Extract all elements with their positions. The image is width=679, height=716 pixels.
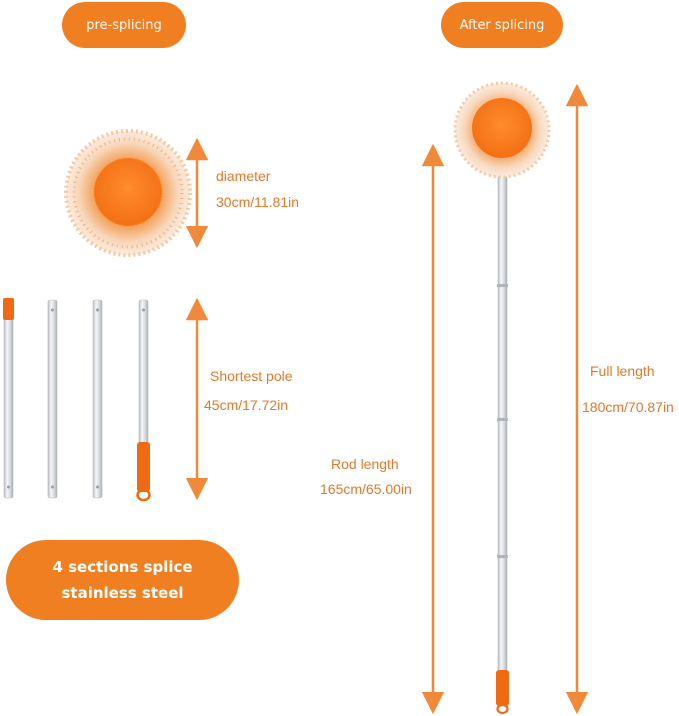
diameter-value: 30cm/11.81in [216, 194, 300, 210]
assembled-pole-icon [496, 159, 509, 715]
pole-section-icon [92, 299, 103, 499]
diameter-label: diameter [216, 168, 271, 184]
pole-section-icon [3, 298, 14, 499]
pre-splicing-badge: pre-splicing [62, 2, 186, 48]
rod-length-label: Rod length [331, 456, 399, 472]
full-length-value: 180cm/70.87in [582, 399, 674, 415]
shortest-pole-value: 45cm/17.72in [204, 397, 289, 413]
rod-length-value: 165cm/65.00in [320, 481, 412, 497]
full-length-label: Full length [590, 363, 655, 379]
pole-section-icon [47, 299, 58, 499]
pole-section-icon [136, 299, 151, 502]
after-splicing-label: After splicing [459, 17, 545, 33]
pre-splicing-label: pre-splicing [86, 17, 162, 33]
sections-splice-line2: stainless steel [61, 584, 184, 602]
sections-splice-line1: 4 sections splice [52, 558, 193, 576]
sections-splice-badge: 4 sections splice stainless steel [6, 540, 239, 620]
mop-head-icon [64, 129, 192, 257]
mop-head-icon [453, 81, 551, 179]
after-splicing-badge: After splicing [441, 2, 563, 48]
shortest-pole-label: Shortest pole [210, 368, 293, 384]
